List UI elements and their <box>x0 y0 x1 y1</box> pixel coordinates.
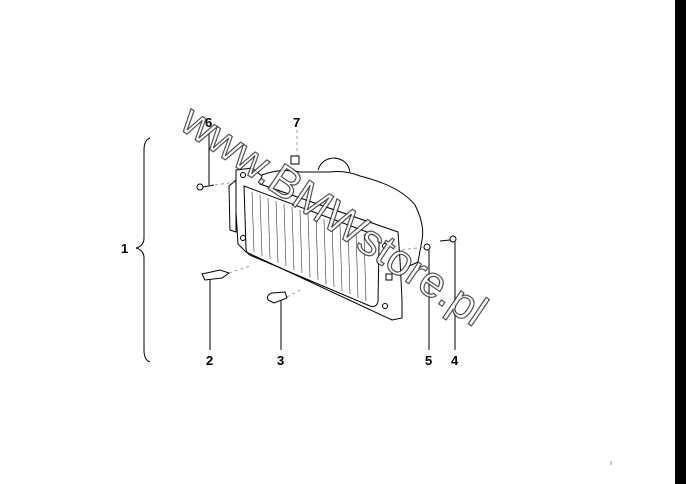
group-bracket <box>135 137 151 363</box>
black-edge <box>675 0 686 484</box>
callout-2: 2 <box>206 353 213 368</box>
callout-6: 6 <box>205 115 212 130</box>
watermark: www.BMWstore.pl <box>172 95 496 336</box>
part-3-bulb <box>267 291 288 304</box>
callout-4: 4 <box>451 353 459 368</box>
callout-3: 3 <box>277 353 284 368</box>
callout-1: 1 <box>121 241 128 256</box>
part-4-screw <box>439 235 457 243</box>
leader-lines <box>208 130 456 350</box>
part-5-washer <box>423 243 431 251</box>
callout-7: 7 <box>293 115 300 130</box>
fog-lamp-housing <box>228 157 424 321</box>
callout-5: 5 <box>425 353 432 368</box>
part-7-clip <box>290 155 300 165</box>
lens-ribs <box>251 191 367 302</box>
part-2-bulb <box>201 269 231 281</box>
part-6-screw <box>196 183 215 191</box>
